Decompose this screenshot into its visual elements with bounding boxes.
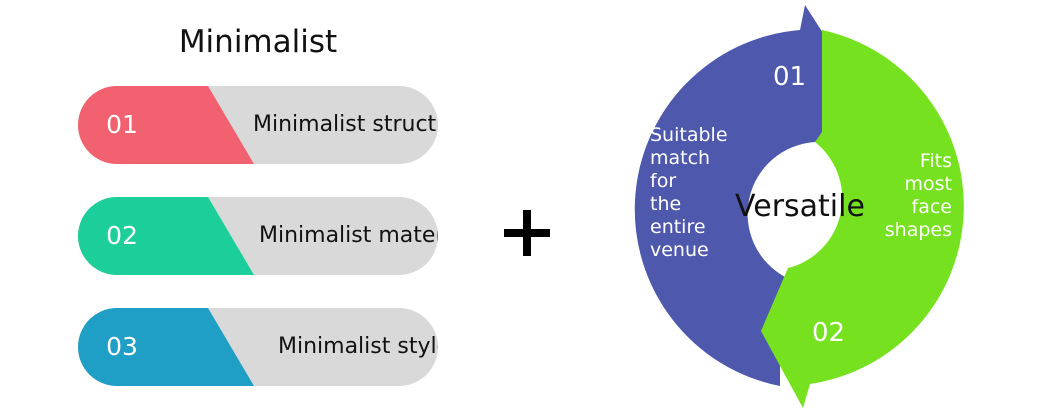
- number-tab-2: [78, 197, 254, 275]
- number-tab-shape-1: [78, 86, 254, 164]
- feature-item-2: 02 Minimalist material: [78, 197, 438, 275]
- item-number-1: 01: [106, 110, 138, 139]
- arrow-02-text: Fits most face shapes: [884, 150, 952, 241]
- arrow-01-number: 01: [773, 62, 807, 92]
- number-tab-shape-3: [78, 308, 254, 386]
- plus-icon-vertical: [523, 210, 531, 256]
- feature-item-3: 03 Minimalist style: [78, 308, 438, 386]
- item-label-1: Minimalist structure: [253, 112, 438, 137]
- arrow-01: [634, 5, 848, 386]
- arrow-01-text: Suitable match for the entire venue: [650, 124, 728, 261]
- feature-item-1: 01 Minimalist structure: [78, 86, 438, 164]
- item-number-3: 03: [106, 332, 138, 361]
- item-label-3: Minimalist style: [278, 334, 438, 359]
- left-title: Minimalist: [178, 24, 338, 60]
- plus-icon: [504, 210, 550, 256]
- arrow-02: [761, 30, 964, 408]
- cycle-arrows: [634, 5, 964, 408]
- item-label-2: Minimalist material: [259, 223, 438, 248]
- cycle-diagram: [600, 0, 1000, 410]
- number-tab-1: [78, 86, 254, 164]
- number-tab-shape-2: [78, 197, 254, 275]
- center-label: Versatile: [735, 189, 865, 224]
- arrow-02-number: 02: [812, 318, 846, 348]
- item-number-2: 02: [106, 221, 138, 250]
- number-tab-3: [78, 308, 254, 386]
